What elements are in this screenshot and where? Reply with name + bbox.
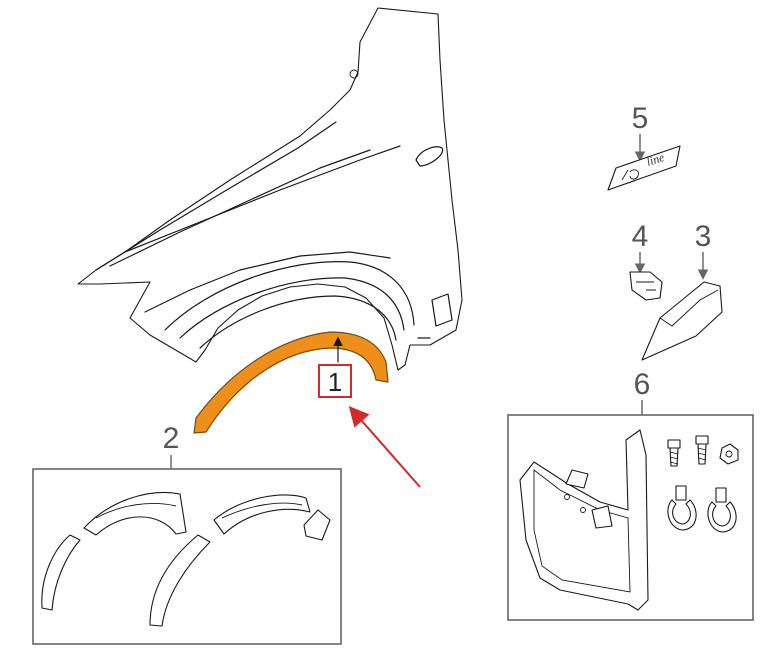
mud-guard[interactable] [519, 429, 649, 611]
callout-box-1 [318, 364, 352, 398]
callout-label-5: 5 [632, 102, 649, 135]
hose-clamps[interactable] [667, 485, 737, 533]
retainer-clip[interactable] [629, 271, 663, 301]
rear-trim-molding[interactable] [641, 281, 723, 361]
fender-flare-set[interactable] [41, 491, 331, 627]
callout-label-6: 6 [634, 368, 651, 401]
callout-label-1: 1 [328, 367, 342, 397]
wheel-arch-molding[interactable] [193, 331, 389, 434]
callout-label-4: 4 [632, 220, 649, 253]
callout-label-2: 2 [163, 422, 180, 455]
fender-panel [77, 7, 463, 371]
mud-guard-kit-box [507, 414, 754, 621]
fender-flare-kit-box [32, 468, 342, 645]
mud-guard-screws[interactable] [667, 435, 739, 467]
callout-label-3: 3 [695, 220, 712, 253]
r-line-emblem[interactable]: line [607, 145, 681, 191]
pointer-arrow [348, 405, 421, 488]
emblem-text: line [645, 150, 667, 169]
